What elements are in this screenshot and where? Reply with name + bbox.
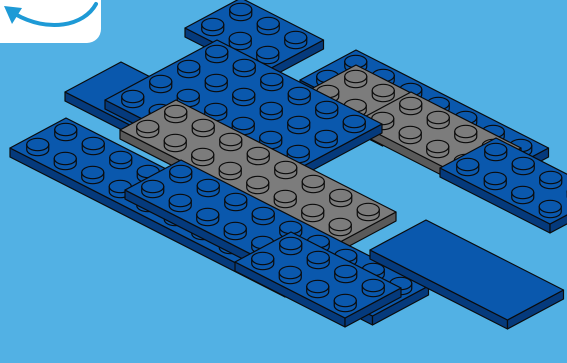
- front-base-plate-stud: [27, 138, 49, 155]
- back-gray-plate-stud: [345, 70, 367, 87]
- front-base-plate-stud: [110, 151, 132, 168]
- lower-row-plate-stud: [225, 193, 247, 210]
- middle-gray-plate-stud: [247, 147, 269, 164]
- middle-gray-plate-stud: [357, 203, 379, 220]
- right-edge-plate-stud: [485, 143, 507, 160]
- front-corner-plate-stud: [307, 251, 329, 268]
- middle-gray-plate-stud: [302, 204, 324, 221]
- middle-gray-plate-stud: [137, 120, 159, 137]
- upper-main-plate-stud: [150, 75, 172, 92]
- right-gray-plate-stud: [400, 97, 422, 114]
- top-left-plate-stud: [230, 3, 252, 20]
- middle-gray-plate-stud: [274, 190, 296, 207]
- upper-main-plate-stud: [315, 130, 337, 147]
- right-edge-plate-stud: [512, 186, 534, 203]
- right-gray-plate-stud: [455, 125, 477, 142]
- upper-main-plate-stud: [260, 102, 282, 119]
- top-left-plate-stud: [202, 18, 224, 35]
- middle-gray-plate-stud: [219, 162, 241, 179]
- middle-gray-plate-stud: [275, 161, 297, 178]
- right-gray-plate-stud: [427, 140, 449, 157]
- front-corner-plate-stud: [279, 266, 301, 283]
- upper-main-plate-stud: [261, 73, 283, 90]
- right-edge-plate-stud: [539, 200, 561, 217]
- front-corner-plate-stud: [362, 279, 384, 296]
- upper-main-plate-stud: [178, 60, 200, 77]
- lower-row-plate-stud: [170, 165, 192, 182]
- lower-row-plate-stud: [197, 179, 219, 196]
- right-edge-plate-stud: [484, 172, 506, 189]
- lower-row-plate-stud: [197, 208, 219, 225]
- top-left-plate-stud: [285, 31, 307, 48]
- lower-row-plate-stud: [142, 180, 164, 197]
- front-base-plate-stud: [82, 137, 104, 154]
- top-left-plate-stud: [257, 17, 279, 34]
- right-gray-plate-stud: [427, 111, 449, 128]
- right-edge-plate-stud: [457, 158, 479, 175]
- lower-row-plate-stud: [252, 207, 274, 224]
- middle-gray-plate-stud: [247, 176, 269, 193]
- top-left-plate-stud: [229, 32, 251, 49]
- upper-main-plate-stud: [122, 90, 144, 107]
- upper-main-plate-stud: [343, 115, 365, 132]
- upper-main-plate-stud: [233, 88, 255, 105]
- upper-main-plate-stud: [205, 74, 227, 91]
- curved-arrow-back-icon: [0, 0, 101, 43]
- right-edge-plate-stud: [512, 157, 534, 174]
- back-gray-plate-stud: [372, 84, 394, 101]
- lower-row-plate-stud: [169, 194, 191, 211]
- upper-main-plate-stud: [316, 101, 338, 118]
- front-base-plate-stud: [82, 166, 104, 183]
- front-corner-plate-stud: [252, 252, 274, 269]
- middle-gray-plate-stud: [192, 148, 214, 165]
- front-base-plate-stud: [55, 123, 77, 140]
- middle-gray-plate-stud: [192, 119, 214, 136]
- lower-row-plate-stud: [224, 222, 246, 239]
- middle-gray-plate-stud: [329, 218, 351, 235]
- upper-main-plate-stud: [233, 59, 255, 76]
- upper-main-plate-stud: [206, 45, 228, 62]
- right-gray-plate-stud: [399, 126, 421, 143]
- front-corner-plate-stud: [280, 237, 302, 254]
- upper-main-plate-stud: [288, 87, 310, 104]
- front-corner-plate-stud: [334, 294, 356, 311]
- middle-gray-plate-stud: [165, 105, 187, 122]
- middle-gray-plate-stud: [330, 189, 352, 206]
- front-base-plate-stud: [54, 152, 76, 169]
- front-corner-plate-stud: [307, 280, 329, 297]
- front-corner-plate-stud: [335, 265, 357, 282]
- middle-gray-plate-stud: [164, 134, 186, 151]
- right-edge-plate-stud: [540, 171, 562, 188]
- middle-gray-plate-stud: [302, 175, 324, 192]
- upper-main-plate-stud: [288, 116, 310, 133]
- middle-gray-plate-stud: [220, 133, 242, 150]
- back-button[interactable]: [0, 0, 101, 43]
- top-left-plate-stud: [257, 46, 279, 63]
